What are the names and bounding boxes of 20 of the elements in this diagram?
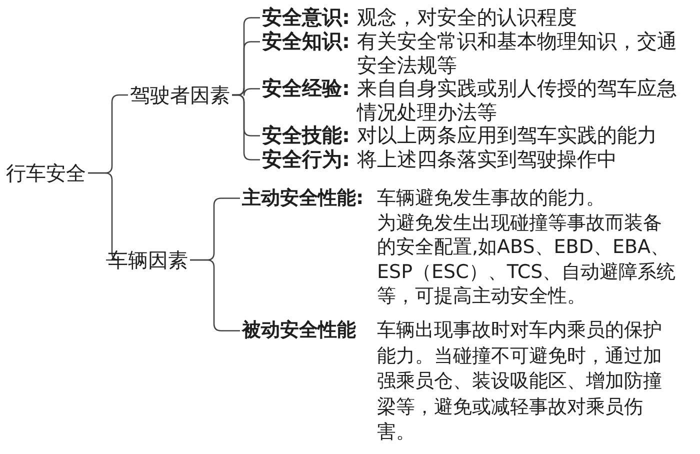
description-text: 对以上两条应用到驾车实践的能力 <box>357 124 658 148</box>
description-text: 车辆出现事故时对车内乘员的保护能力。当碰撞不可避免时，通过加强乘员仓、装设吸能区、增加防撞梁等，避免或减轻事故对乘员伤害。 <box>377 318 663 445</box>
description-text: 车辆避免发生事故的能力。 <box>377 186 606 210</box>
description-text: 将上述四条落实到驾驶操作中 <box>357 148 618 172</box>
item-heading: 被动安全性能 <box>242 318 357 343</box>
item-heading: 主动安全性能: <box>242 186 365 210</box>
item-heading: 安全经验: <box>262 77 351 100</box>
item-heading: 安全意识: <box>262 6 351 30</box>
item-heading: 安全知识: <box>262 30 351 54</box>
description-text: 来自自身实践或别人传授的驾车应急情况处理办法等 <box>357 77 678 124</box>
category-label: 车辆因素 <box>108 247 188 273</box>
brace-connector <box>232 94 260 160</box>
item-heading: 安全技能: <box>262 124 351 148</box>
category-label: 驾驶者因素 <box>130 82 230 108</box>
description-text: 观念，对安全的认识程度 <box>357 6 578 30</box>
category-label: 行车安全 <box>6 160 86 186</box>
item-heading: 安全行为: <box>262 148 351 172</box>
description-text: 有关安全常识和基本物理知识，交通安全法规等 <box>357 30 678 77</box>
description-text: 为避免发生出现碰撞等事故而装备的安全配置,如ABS、EBD、EBA、ESP（ESC）、TCS、自动避障系统等，可提高主动安全性。 <box>377 210 677 308</box>
brace-connector <box>190 259 240 332</box>
